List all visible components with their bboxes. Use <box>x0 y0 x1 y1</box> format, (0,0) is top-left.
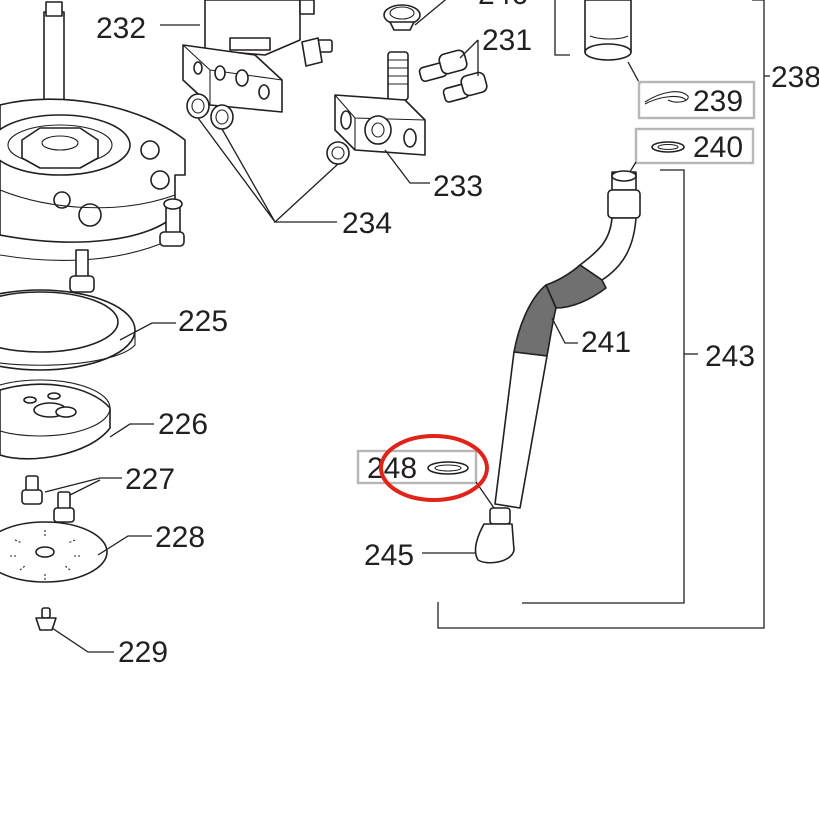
shower-screen-part-228 <box>0 521 108 583</box>
o-rings-part-234 <box>186 93 350 165</box>
callout-233: 233 <box>433 170 483 203</box>
housing-screws <box>69 198 185 293</box>
callout-245: 245 <box>364 539 414 572</box>
callout-225: 225 <box>178 305 228 338</box>
fitting-block-part-233 <box>334 51 426 156</box>
bracket-243 <box>522 169 685 604</box>
callout-234: 234 <box>342 207 392 240</box>
gasket-ring-part-225 <box>0 289 136 371</box>
callout-241: 241 <box>581 326 631 359</box>
hose-part-241 <box>494 170 641 509</box>
nozzle-part-245 <box>474 507 515 564</box>
label-box-239 <box>637 80 756 120</box>
washer-icon-248 <box>427 461 469 475</box>
callout-246: 246 <box>478 0 528 11</box>
screw-part-229 <box>35 607 57 631</box>
label-box-240 <box>634 127 755 165</box>
callout-228: 228 <box>155 521 205 554</box>
callout-226: 226 <box>158 408 208 441</box>
callout-231: 231 <box>482 24 532 57</box>
o-ring-icon-240 <box>651 141 685 153</box>
callout-238: 238 <box>771 61 819 94</box>
callout-248: 248 <box>367 452 417 485</box>
solenoid-block-part-232 <box>182 0 333 113</box>
screws-part-231 <box>418 49 488 103</box>
motor-housing-assembly <box>0 1 186 262</box>
tube-part-238 <box>584 0 632 61</box>
callout-243: 243 <box>705 340 755 373</box>
callout-229: 229 <box>118 636 168 669</box>
disc-part-226 <box>0 379 111 460</box>
screws-part-227 <box>21 475 75 523</box>
clamp-part-246 <box>383 4 421 31</box>
callout-240: 240 <box>693 131 743 164</box>
callout-232: 232 <box>96 12 146 45</box>
bracket-238-left <box>554 0 570 56</box>
clip-icon-239 <box>644 91 689 105</box>
callout-227: 227 <box>125 463 175 496</box>
label-box-248 <box>356 449 478 485</box>
highlight-circle <box>379 434 489 502</box>
bracket-238 <box>437 0 765 629</box>
callout-239: 239 <box>693 85 743 118</box>
